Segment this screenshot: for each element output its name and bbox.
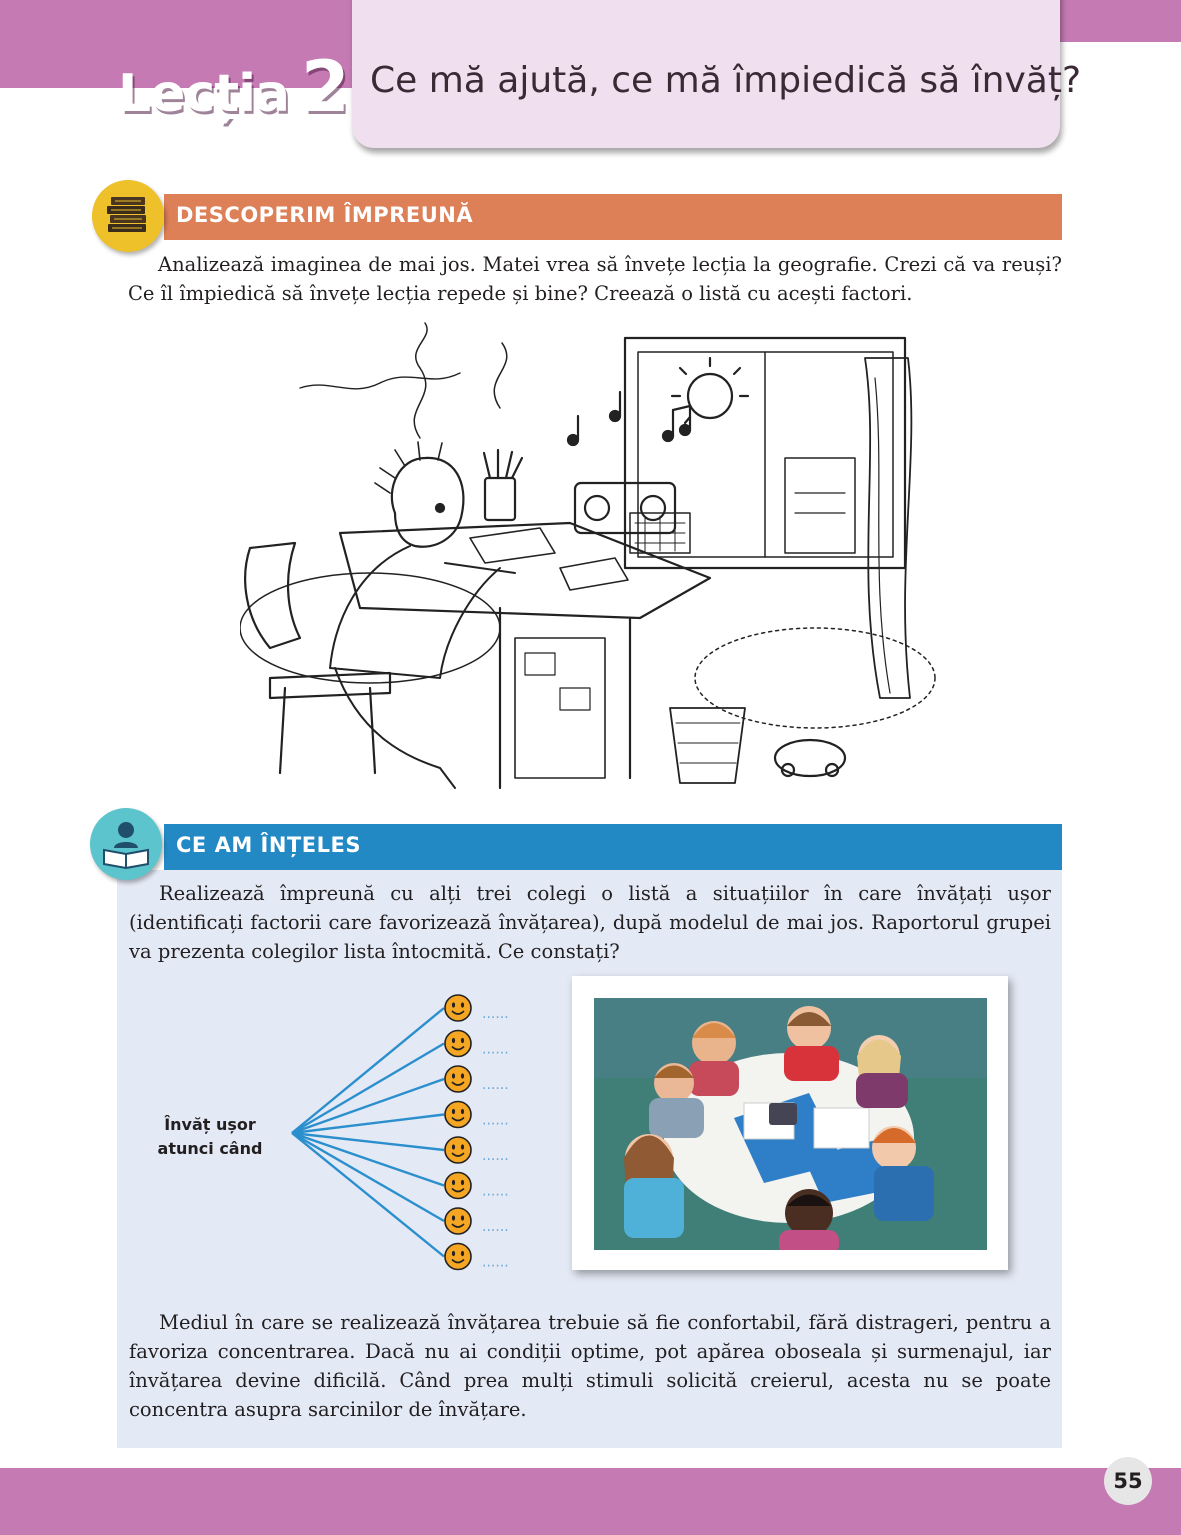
diagram-branch <box>291 1113 445 1135</box>
smiley-icon <box>444 1136 472 1164</box>
lesson-word: Lecția <box>118 64 290 124</box>
diagram-placeholder: ...... <box>482 1148 509 1164</box>
diagram-branch <box>291 1077 445 1135</box>
factors-diagram: ........................................… <box>291 994 509 1271</box>
smiley-icon <box>444 1242 472 1271</box>
study-room-illustration <box>239 318 940 800</box>
lesson-title: Ce mă ajută, ce mă împiedică să învăț? <box>370 60 1082 101</box>
smiley-icon <box>444 1171 472 1200</box>
page-number: 55 <box>1104 1457 1152 1505</box>
smiley-icon <box>444 1029 472 1058</box>
bottom-band <box>0 1468 1181 1535</box>
section-title-understood: CE AM ÎNȚELES <box>176 833 361 857</box>
section-header-discover: DESCOPERIM ÎMPREUNĂ <box>164 194 1062 240</box>
diagram-placeholder: ...... <box>482 1077 509 1093</box>
diagram-center-label: Învăț ușor atunci când <box>157 1115 263 1158</box>
students-photo <box>594 998 987 1250</box>
diagram-placeholder: ...... <box>482 1255 509 1271</box>
smiley-icon <box>444 1065 472 1093</box>
top-band-right <box>1060 0 1181 42</box>
diagram-branch <box>291 1132 445 1258</box>
books-icon <box>92 180 164 252</box>
diagram-placeholder: ...... <box>482 1184 509 1200</box>
diagram-branch <box>291 1131 445 1223</box>
group-task-paragraph: Realizează împreună cu alți trei colegi … <box>129 882 1051 963</box>
diagram-placeholder: ...... <box>482 1042 509 1058</box>
conclusion-paragraph: Mediul în care se realizează învățarea t… <box>129 1311 1051 1421</box>
diagram-placeholder: ...... <box>482 1006 509 1022</box>
smiley-icon <box>444 1100 472 1129</box>
lesson-title-box: Ce mă ajută, ce mă împiedică să învăț? <box>352 0 1081 148</box>
lesson-number: 2 <box>301 46 350 128</box>
diagram-placeholder: ...... <box>482 1113 509 1129</box>
discover-paragraph: Analizează imaginea de mai jos. Matei vr… <box>128 253 1062 305</box>
smiley-icon <box>444 1207 472 1235</box>
section-header-understood: CE AM ÎNȚELES <box>164 824 1062 870</box>
smiley-icon <box>444 994 472 1022</box>
students-photo-frame <box>572 976 1008 1270</box>
reader-icon <box>90 808 162 880</box>
top-band-notch <box>1060 42 1181 88</box>
diagram-branch <box>291 1007 445 1134</box>
diagram-placeholder: ...... <box>482 1219 509 1235</box>
diagram-branch <box>291 1131 445 1152</box>
diagram-branch <box>291 1131 445 1187</box>
diagram-branch <box>291 1042 445 1135</box>
section-title-discover: DESCOPERIM ÎMPREUNĂ <box>176 203 474 227</box>
